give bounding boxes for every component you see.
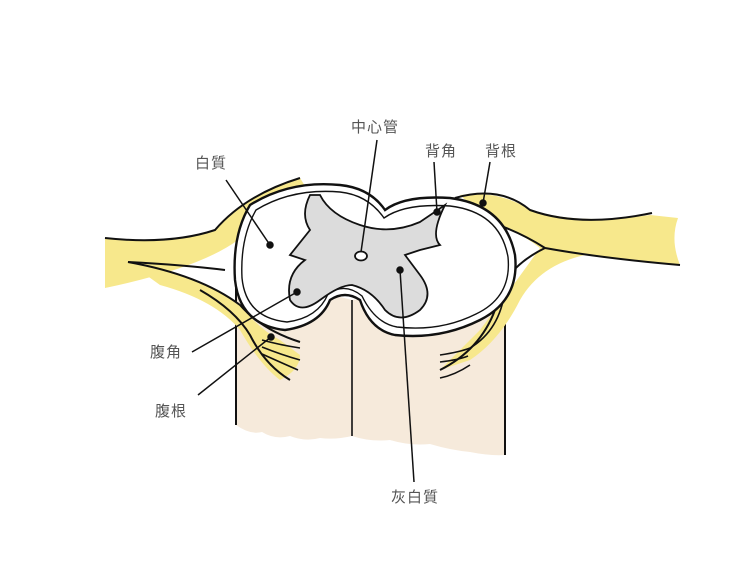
label-ventral-root: 腹根	[155, 402, 188, 420]
label-gray-matter: 灰白質	[391, 488, 440, 506]
label-white-matter: 白質	[195, 154, 228, 172]
label-central-canal: 中心管	[351, 118, 400, 136]
label-ventral-horn: 腹角	[150, 343, 183, 361]
label-dorsal-horn: 背角	[425, 142, 458, 160]
label-dorsal-root: 背根	[485, 142, 518, 160]
central-canal	[354, 250, 368, 262]
leader-lines	[191, 139, 491, 483]
